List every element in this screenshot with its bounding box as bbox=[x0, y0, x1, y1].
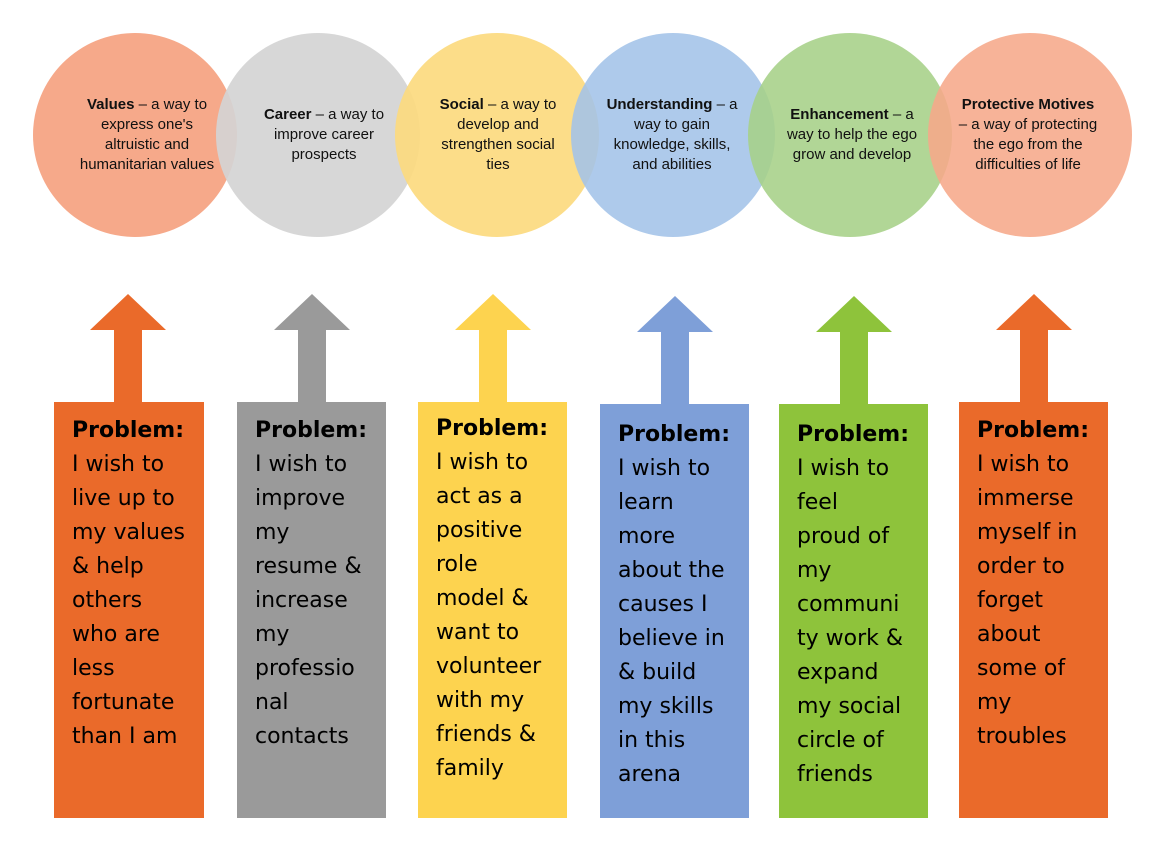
arrow-up-icon bbox=[455, 294, 531, 404]
circle-understanding bbox=[571, 33, 775, 237]
problem-text: I wish to feel proud of my communi ty wo… bbox=[797, 456, 904, 787]
circle-social bbox=[395, 33, 599, 237]
problem-text: I wish to live up to my values & help ot… bbox=[72, 452, 185, 749]
problem-box-understanding: Problem: I wish to learn more about the … bbox=[600, 404, 749, 818]
motive-name: Protective Motives bbox=[961, 96, 1095, 113]
arrow-up-icon bbox=[637, 296, 713, 406]
problem-text: I wish to learn more about the causes I … bbox=[618, 456, 725, 787]
arrow-up-icon bbox=[996, 294, 1072, 404]
problem-text: I wish to immerse myself in order to for… bbox=[977, 452, 1078, 749]
motive-text-understanding: Understanding – a way to gain knowledge,… bbox=[602, 75, 742, 195]
problem-box-social: Problem: I wish to act as a positive rol… bbox=[418, 402, 567, 818]
problem-box-enhancement: Problem: I wish to feel proud of my comm… bbox=[779, 404, 928, 818]
problem-label: Problem: bbox=[436, 416, 549, 441]
arrow-up-icon bbox=[274, 294, 350, 404]
motive-text-values: Values – a way to express one's altruist… bbox=[77, 75, 217, 195]
problem-box-career: Problem: I wish to improve my resume & i… bbox=[237, 402, 386, 818]
problem-label: Problem: bbox=[72, 418, 185, 443]
motive-text-enhancement: Enhancement – a way to help the ego grow… bbox=[782, 75, 922, 195]
circle-enhancement bbox=[748, 33, 952, 237]
motive-text-social: Social – a way to develop and strengthen… bbox=[428, 75, 568, 195]
motive-desc: – a way to help the ego grow and develop bbox=[786, 106, 918, 163]
motive-text-protective: Protective Motives – a way of protecting… bbox=[958, 75, 1098, 195]
problem-text: I wish to improve my resume & increase m… bbox=[255, 452, 362, 749]
arrow-up-icon bbox=[90, 294, 166, 404]
problem-box-values: Problem: I wish to live up to my values … bbox=[54, 402, 204, 818]
problem-label: Problem: bbox=[255, 418, 368, 443]
circle-values bbox=[33, 33, 237, 237]
problem-text: I wish to act as a positive role model &… bbox=[436, 450, 542, 781]
arrow-up-icon bbox=[816, 296, 892, 406]
circle-career bbox=[216, 33, 420, 237]
motive-desc: – a way to improve career prospects bbox=[273, 106, 385, 163]
motive-desc: – a way to develop and strengthen social… bbox=[441, 96, 557, 173]
problem-label: Problem: bbox=[797, 422, 910, 447]
problem-box-protective: Problem: I wish to immerse myself in ord… bbox=[959, 402, 1108, 818]
circle-protective bbox=[928, 33, 1132, 237]
motive-name: Social bbox=[439, 96, 484, 113]
motive-text-career: Career – a way to improve career prospec… bbox=[254, 75, 394, 195]
motive-circles bbox=[33, 33, 1132, 237]
motive-name: Career bbox=[263, 106, 312, 123]
motive-name: Understanding bbox=[606, 96, 713, 113]
motive-desc: – a way to express one's altruistic and … bbox=[79, 96, 215, 173]
motive-desc: – a way of protecting the ego from the d… bbox=[958, 116, 1098, 173]
problem-label: Problem: bbox=[618, 422, 731, 447]
motive-name: Values bbox=[86, 96, 135, 113]
problem-label: Problem: bbox=[977, 418, 1090, 443]
motive-name: Enhancement bbox=[790, 106, 889, 123]
motive-desc: – a way to gain knowledge, skills, and a… bbox=[613, 96, 738, 173]
